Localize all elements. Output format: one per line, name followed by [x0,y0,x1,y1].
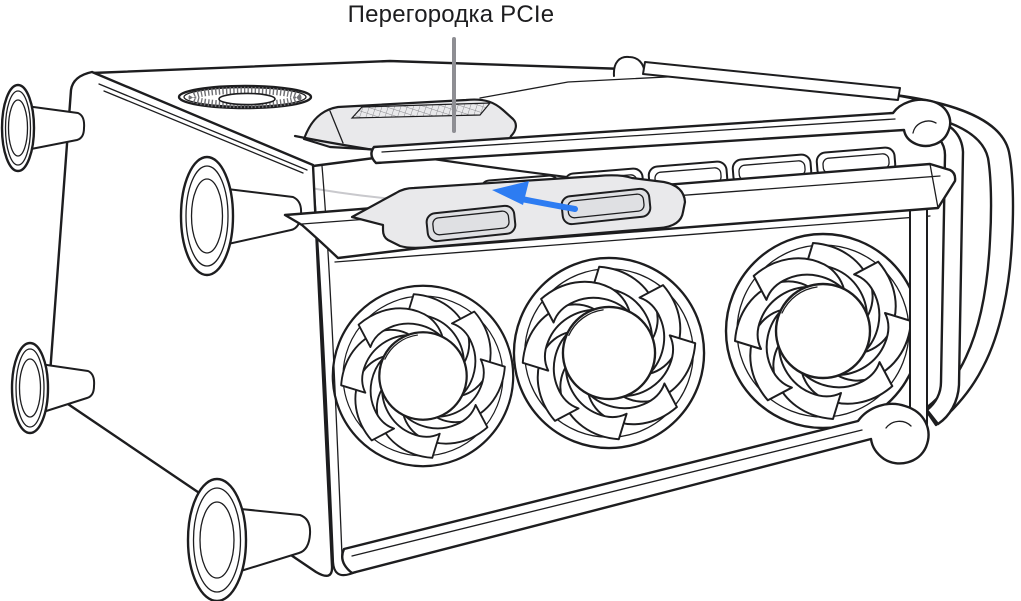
pcie-slot-cover [350,174,687,249]
foot-1 [0,83,86,173]
callout-label: Перегородка PCIe [347,1,555,28]
frame-member [909,202,928,432]
rear-handle [891,93,1015,427]
interior-top-edge [334,215,931,263]
foot-4 [186,477,312,601]
rear-top-rail [612,55,901,101]
top-rail [370,98,952,165]
round-vent [177,84,313,110]
bottom-rail [341,402,930,575]
callout-leader-line [452,37,456,133]
pcie-slot-1 [425,204,517,243]
up-left-arrow-icon [492,181,578,212]
foot-3 [10,341,96,435]
fan-1 [332,285,513,466]
fan-3 [726,234,921,429]
fan-2 [514,258,705,449]
pcie-slot-2 [560,187,652,226]
